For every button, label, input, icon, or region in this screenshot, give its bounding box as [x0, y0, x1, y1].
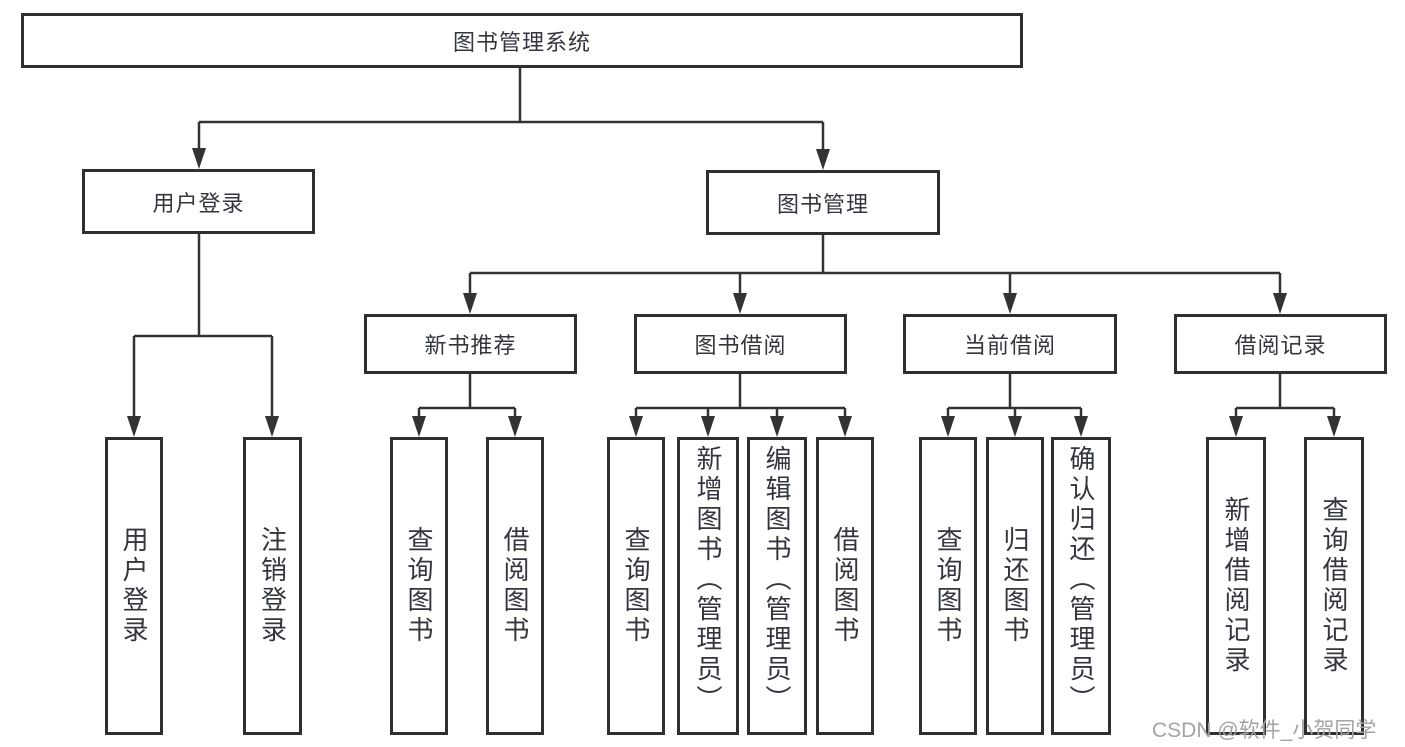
- leaf-user-login: 用户登录: [105, 437, 163, 735]
- leaf-query-books-2: 查询图书: [607, 437, 665, 735]
- leaf-add-book-admin-label: 新增图书（管理员）: [693, 445, 723, 715]
- leaf-confirm-return-admin: 确认归还（管理员）: [1051, 437, 1111, 735]
- node-new-book-recommend-label: 新书推荐: [424, 333, 517, 358]
- node-root: 图书管理系统: [21, 13, 1023, 68]
- node-new-book-recommend: 新书推荐: [364, 314, 577, 374]
- leaf-return-books-label: 归还图书: [1000, 526, 1030, 646]
- node-current-borrow: 当前借阅: [903, 314, 1117, 374]
- node-book-management-label: 图书管理: [776, 191, 869, 217]
- node-borrow-records-label: 借阅记录: [1234, 333, 1327, 358]
- leaf-query-borrow-record: 查询借阅记录: [1304, 437, 1364, 735]
- arrowheads: [127, 148, 1341, 437]
- node-user-login: 用户登录: [82, 169, 315, 234]
- leaf-edit-book-admin: 编辑图书（管理员）: [747, 437, 807, 735]
- leaf-query-books-1: 查询图书: [390, 437, 448, 735]
- leaf-borrow-books-1-label: 借阅图书: [500, 526, 530, 646]
- leaf-borrow-books-1: 借阅图书: [486, 437, 544, 735]
- leaf-edit-book-admin-label: 编辑图书（管理员）: [762, 445, 792, 715]
- leaf-add-borrow-record-label: 新增借阅记录: [1221, 496, 1251, 676]
- leaf-query-books-2-label: 查询图书: [621, 526, 651, 646]
- leaf-add-book-admin: 新增图书（管理员）: [677, 437, 739, 735]
- leaf-return-books: 归还图书: [986, 437, 1044, 735]
- leaf-user-login-label: 用户登录: [119, 526, 149, 646]
- csdn-watermark: CSDN @软件_小贺同学: [1152, 719, 1377, 742]
- leaf-query-books-3-label: 查询图书: [933, 526, 963, 646]
- leaf-borrow-books-2-label: 借阅图书: [830, 526, 860, 646]
- leaf-add-borrow-record: 新增借阅记录: [1206, 437, 1266, 735]
- leaf-query-books-1-label: 查询图书: [404, 526, 434, 646]
- node-borrow-records: 借阅记录: [1174, 314, 1387, 374]
- node-book-borrow: 图书借阅: [634, 314, 847, 374]
- leaf-confirm-return-admin-label: 确认归还（管理员）: [1066, 445, 1096, 715]
- leaf-logout: 注销登录: [243, 437, 302, 735]
- node-book-management: 图书管理: [706, 170, 940, 235]
- leaf-query-books-3: 查询图书: [919, 437, 977, 735]
- leaf-borrow-books-2: 借阅图书: [816, 437, 874, 735]
- node-book-borrow-label: 图书借阅: [694, 333, 787, 358]
- node-root-label: 图书管理系统: [452, 29, 591, 55]
- leaf-query-borrow-record-label: 查询借阅记录: [1319, 496, 1349, 676]
- node-current-borrow-label: 当前借阅: [963, 333, 1056, 358]
- leaf-logout-label: 注销登录: [257, 526, 288, 646]
- node-user-login-label: 用户登录: [152, 190, 245, 216]
